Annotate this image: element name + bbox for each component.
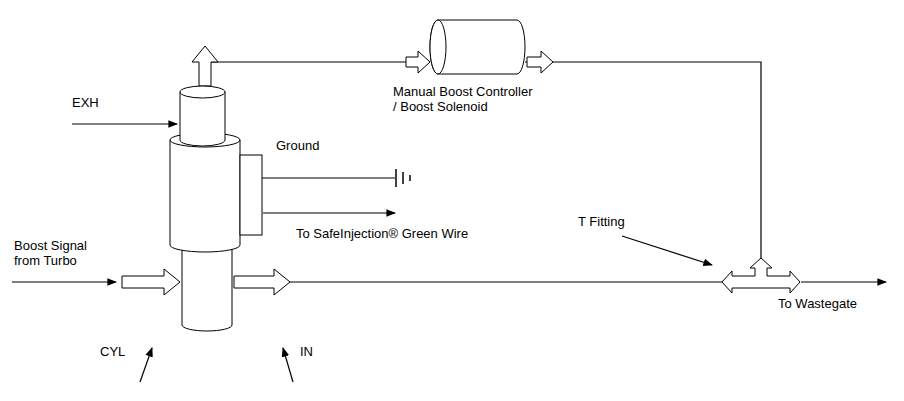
electrical-connector [240,155,262,235]
port-label: EXH [72,95,99,110]
outlet-arrow [234,269,290,295]
leader-arrow [622,236,712,265]
ground-symbol [402,172,404,184]
signal-arrow [12,281,116,282]
connector-path [525,62,761,258]
port-label: IN [300,344,313,359]
node-outline [165,85,265,332]
ground-symbol [395,169,397,187]
port-label: CYL [100,344,125,359]
ground-symbol [409,175,411,181]
inlet-arrow [122,269,180,295]
pressure-line [265,282,722,283]
leader-arrow [283,348,293,382]
node-outline [430,18,525,76]
pressure-line [525,62,761,258]
cylinder-body [182,245,232,331]
solenoid-valve: EXHCYLIN [165,85,265,332]
leader-arrow [72,123,177,124]
wire-arrow [263,212,395,213]
signal-arrow [801,281,886,282]
leader-arrow [140,348,152,382]
flow-arrowhead [406,51,430,73]
tee-symbol [722,258,800,293]
connector-path [205,62,430,85]
cylinder-body [180,92,225,146]
signal-label: Boost Signal from Turbo [14,238,98,268]
cylinder-cap [430,20,446,74]
cylinder-body [430,20,525,74]
component-label: Manual Boost Controller / Boost Solenoid [393,84,536,114]
signal-label: To SafeInjection® Green Wire [296,226,468,241]
connector-path [265,281,722,282]
component-label: T Fitting [578,214,625,229]
boost-controller: Manual Boost Controller / Boost Solenoid [430,18,525,76]
pressure-line [205,51,430,85]
ground-label: Ground [276,138,319,153]
signal-label: To Wastegate [778,296,857,311]
outlet-arrow [527,51,553,73]
outlet-arrow [192,46,218,86]
cylinder-body [170,140,240,252]
cylinder-cap [180,86,225,98]
ground-wire [262,178,395,179]
